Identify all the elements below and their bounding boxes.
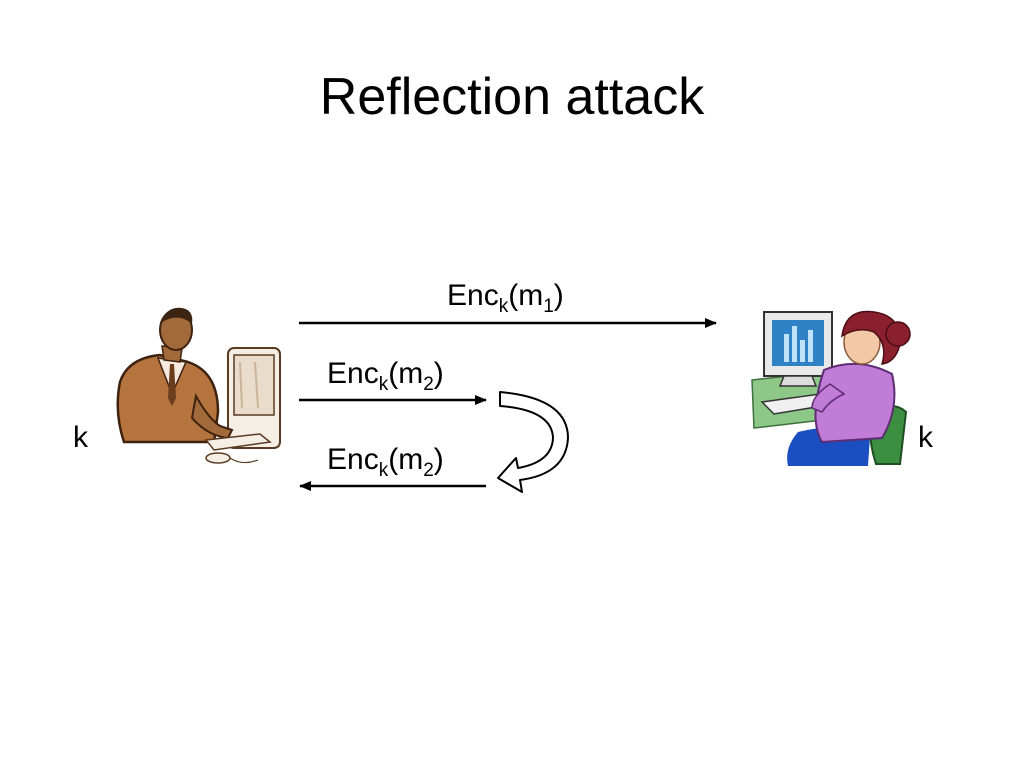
- slide-title: Reflection attack: [319, 68, 705, 126]
- message-index: 1: [543, 296, 554, 317]
- message-index: 2: [423, 460, 434, 481]
- left-key-label: k: [73, 421, 88, 454]
- key-subscript: k: [498, 296, 509, 317]
- message-close: ): [433, 443, 444, 476]
- enc-function: Enc: [327, 443, 379, 476]
- message-close: ): [433, 357, 444, 390]
- woman-at-computer-illustration: [751, 310, 911, 466]
- reflection-curved-arrow: [497, 391, 569, 493]
- message-open: (m: [388, 357, 424, 390]
- right-key-label: k: [918, 421, 933, 454]
- message-close: ): [553, 279, 564, 312]
- message-open: (m: [388, 443, 424, 476]
- message-open: (m: [508, 279, 544, 312]
- man-at-computer-illustration: [116, 307, 281, 464]
- enc-function: Enc: [327, 357, 379, 390]
- key-subscript: k: [378, 460, 389, 481]
- message-label-3: Enck(m2): [327, 442, 444, 481]
- message-label-2: Enck(m2): [327, 356, 444, 395]
- enc-function: Enc: [447, 279, 499, 312]
- key-subscript: k: [378, 374, 389, 395]
- message-label-1: Enck(m1): [447, 278, 564, 317]
- message-index: 2: [423, 374, 434, 395]
